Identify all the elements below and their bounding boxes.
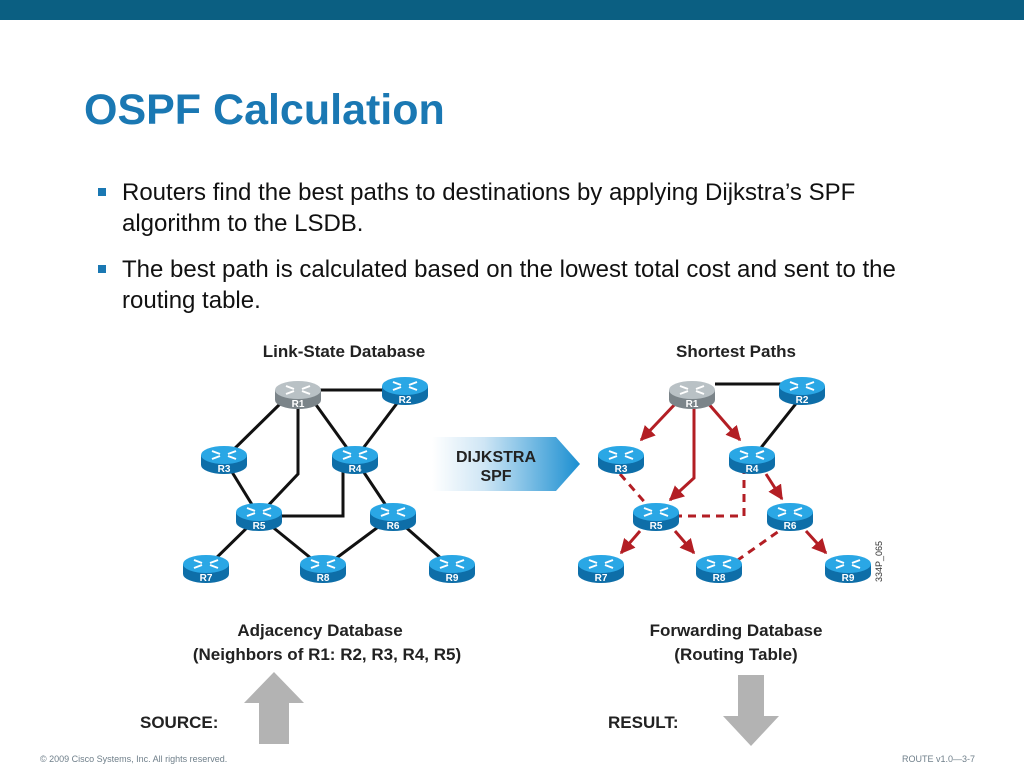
- path-r5-r8: [673, 530, 696, 555]
- router-icon: R9: [429, 555, 475, 584]
- lsdb-routers: R1 R2 R3 R4 R5: [183, 377, 475, 584]
- down-arrow-icon: [723, 675, 779, 746]
- router-icon: R2: [382, 377, 428, 406]
- router-icon: R1: [275, 381, 321, 410]
- router-label: R9: [842, 573, 855, 584]
- router-icon: R4: [729, 446, 775, 475]
- lsdb-links: [204, 388, 453, 570]
- lsdb-title: Link-State Database: [263, 342, 426, 361]
- router-label: R8: [713, 573, 726, 584]
- spt-links: [618, 382, 828, 564]
- dijkstra-label: DIJKSTRA: [456, 449, 536, 466]
- router-icon: R3: [201, 446, 247, 475]
- router-icon: R8: [300, 555, 346, 584]
- bullet-list: Routers find the best paths to destinati…: [96, 177, 956, 331]
- path-r1-r4: [705, 401, 742, 442]
- router-label: R3: [218, 464, 231, 475]
- router-label: R5: [253, 521, 266, 532]
- spt-routers: R1 R2 R3 R4 R5: [578, 377, 871, 584]
- link-r4-r5: [259, 460, 345, 518]
- router-icon: R2: [779, 377, 825, 406]
- router-icon: R6: [370, 503, 416, 532]
- path-r5-r7: [619, 530, 642, 555]
- router-label: R1: [292, 399, 305, 410]
- spf-label: SPF: [480, 468, 511, 485]
- router-label: R4: [349, 464, 362, 475]
- link-r1-r5: [260, 400, 300, 514]
- router-icon: R1: [669, 381, 715, 410]
- figure-id: 334P_065: [874, 541, 884, 582]
- result-label: RESULT:: [608, 713, 679, 732]
- router-label: R6: [784, 521, 797, 532]
- router-icon: R8: [696, 555, 742, 584]
- router-label: R3: [615, 464, 628, 475]
- router-label: R7: [595, 573, 608, 584]
- path-r6-r9: [804, 529, 828, 555]
- unused-r6-r8: [734, 522, 790, 564]
- router-icon: R7: [578, 555, 624, 584]
- dijkstra-arrow-icon: [432, 437, 580, 491]
- unused-r4-r5: [678, 466, 746, 518]
- top-bar: [0, 0, 1024, 20]
- router-icon: R5: [633, 503, 679, 532]
- forwarding-db-subtitle: (Routing Table): [674, 645, 797, 664]
- path-r1-r5: [668, 404, 696, 502]
- up-arrow-icon: [244, 672, 304, 744]
- forwarding-db-title: Forwarding Database: [650, 621, 823, 640]
- bullet-text: The best path is calculated based on the…: [122, 256, 896, 314]
- slide-title: OSPF Calculation: [84, 86, 445, 134]
- adjacency-db-title: Adjacency Database: [237, 621, 402, 640]
- router-icon: R4: [332, 446, 378, 475]
- router-icon: R5: [236, 503, 282, 532]
- footer-copyright: © 2009 Cisco Systems, Inc. All rights re…: [40, 754, 228, 764]
- router-label: R5: [650, 521, 663, 532]
- bullet-item: Routers find the best paths to destinati…: [96, 177, 956, 239]
- footer-course: ROUTE v1.0—3-7: [901, 754, 975, 764]
- router-label: R4: [746, 464, 759, 475]
- router-label: R1: [686, 399, 699, 410]
- router-icon: R7: [183, 555, 229, 584]
- bullet-text: Routers find the best paths to destinati…: [122, 179, 856, 237]
- router-icon: R9: [825, 555, 871, 584]
- router-label: R2: [399, 395, 412, 406]
- router-label: R6: [387, 521, 400, 532]
- unused-r3-r5: [618, 473, 650, 507]
- router-label: R9: [446, 573, 459, 584]
- router-icon: R6: [767, 503, 813, 532]
- adjacency-db-subtitle: (Neighbors of R1: R2, R3, R4, R5): [193, 645, 461, 664]
- router-label: R7: [200, 573, 213, 584]
- spt-title: Shortest Paths: [676, 342, 796, 361]
- router-label: R8: [317, 573, 330, 584]
- source-label: SOURCE:: [140, 713, 218, 732]
- bullet-square-icon: [98, 265, 106, 273]
- router-label: R2: [796, 395, 809, 406]
- path-r4-r6: [764, 473, 784, 501]
- bullet-item: The best path is calculated based on the…: [96, 254, 956, 316]
- router-icon: R3: [598, 446, 644, 475]
- bullet-square-icon: [98, 188, 106, 196]
- path-r1-r3: [639, 400, 679, 442]
